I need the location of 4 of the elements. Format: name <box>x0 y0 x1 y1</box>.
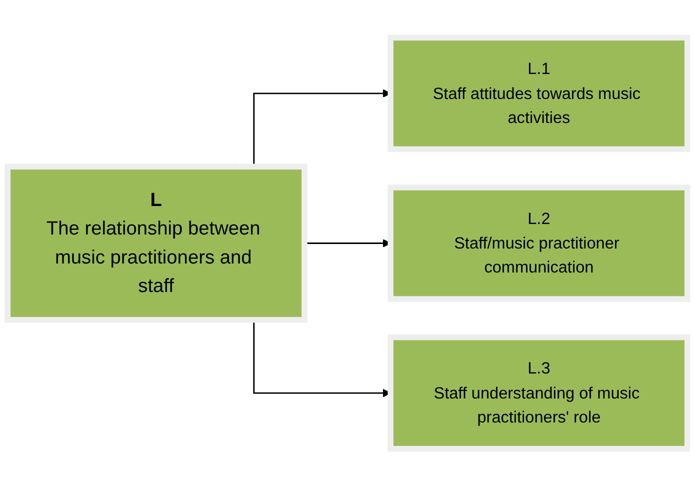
node-box: L.1 Staff attitudes towards music activities <box>388 34 690 152</box>
node-box: L.3 Staff understanding of music practitioners' role <box>388 334 690 452</box>
node-box: L The relationship between music practitioners and staff <box>4 164 308 322</box>
node-box: L.2 Staff/music practitioner communication <box>388 184 690 302</box>
